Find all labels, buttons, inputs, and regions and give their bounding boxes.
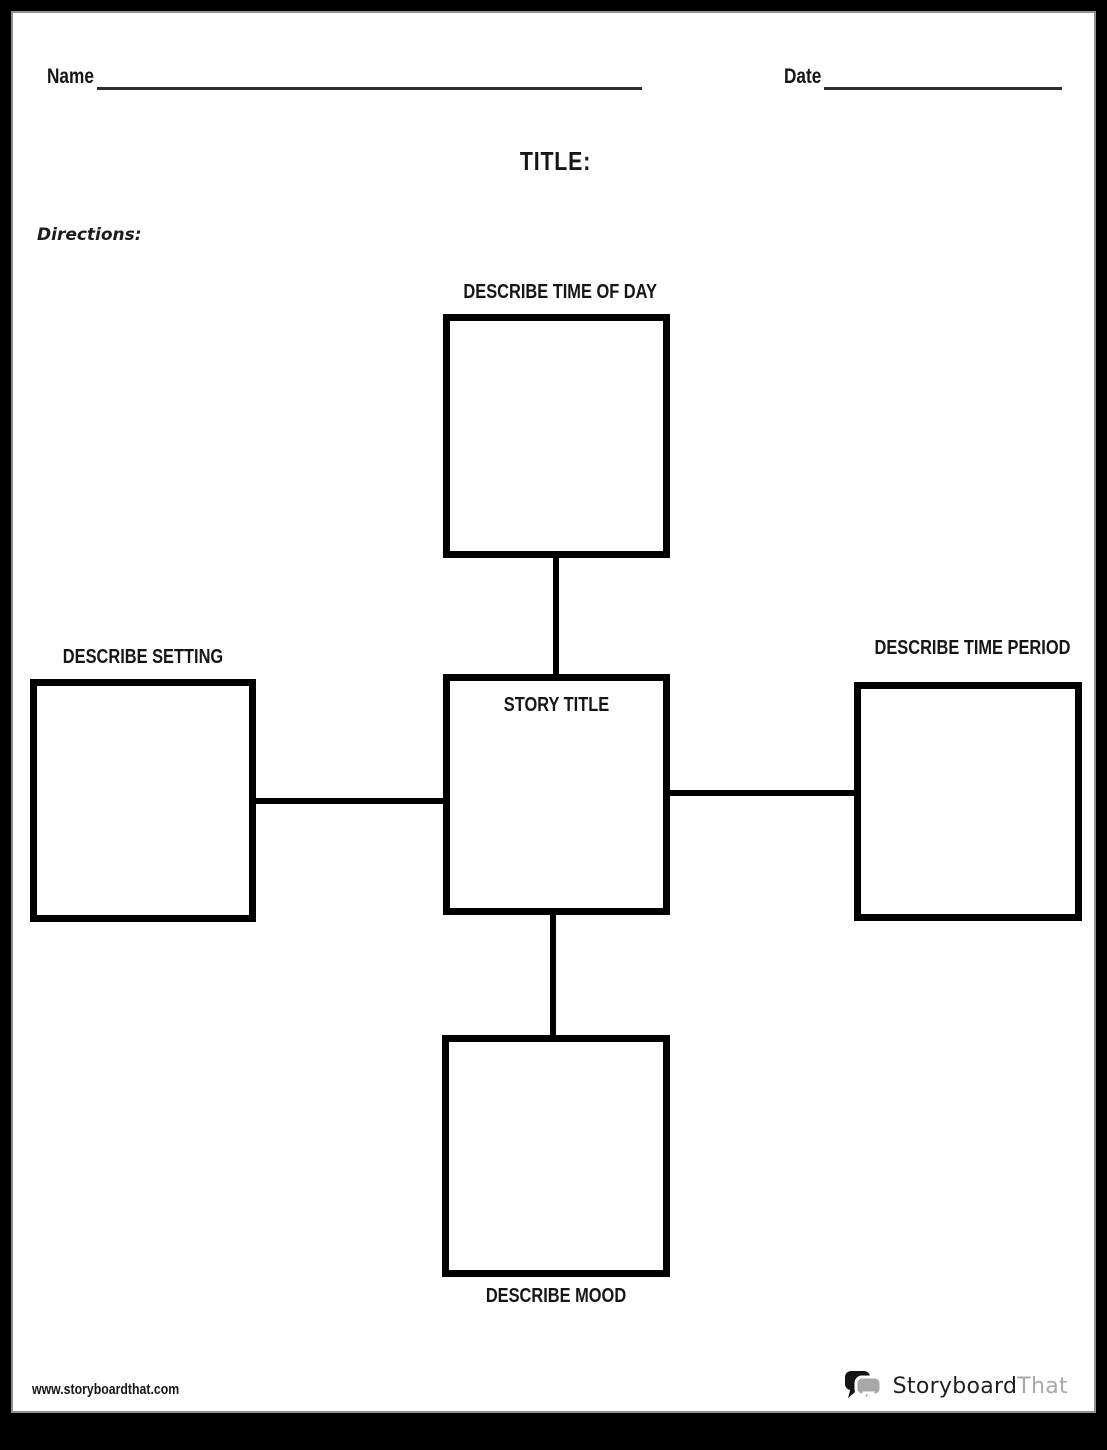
brand-primary-text: Storyboard (892, 1374, 1018, 1399)
storyboardthat-logo: StoryboardThat (844, 1368, 1068, 1405)
brand-secondary-text: That (1017, 1374, 1068, 1399)
date-line[interactable] (824, 59, 1062, 90)
connector-top (553, 558, 559, 674)
connector-bottom (550, 915, 556, 1035)
connector-right (670, 790, 854, 796)
footer-url: www.storyboardthat.com (32, 1381, 180, 1398)
name-line[interactable] (97, 59, 642, 90)
page-title: TITLE: (519, 146, 592, 176)
directions-label: Directions: (37, 225, 142, 245)
connector-left (256, 798, 443, 804)
time-period-box[interactable] (854, 682, 1082, 921)
time-of-day-box[interactable] (443, 314, 670, 558)
bottom-box-label: DESCRIBE MOOD (485, 1285, 627, 1307)
story-title-box[interactable]: STORY TITLE (443, 674, 670, 915)
date-label: Date (784, 65, 822, 88)
worksheet-page: Name Date TITLE: Directions: DESCRIBE TI… (11, 11, 1096, 1413)
storyboardthat-logo-icon (844, 1368, 886, 1405)
setting-box[interactable] (30, 679, 256, 922)
mood-box[interactable] (442, 1035, 670, 1277)
right-box-label: DESCRIBE TIME PERIOD (874, 637, 1071, 659)
story-title-label: STORY TITLE (503, 694, 610, 716)
name-label: Name (47, 65, 94, 88)
top-box-label: DESCRIBE TIME OF DAY (463, 281, 657, 303)
left-box-label: DESCRIBE SETTING (62, 646, 224, 668)
storyboardthat-logo-text: StoryboardThat (893, 1374, 1068, 1399)
